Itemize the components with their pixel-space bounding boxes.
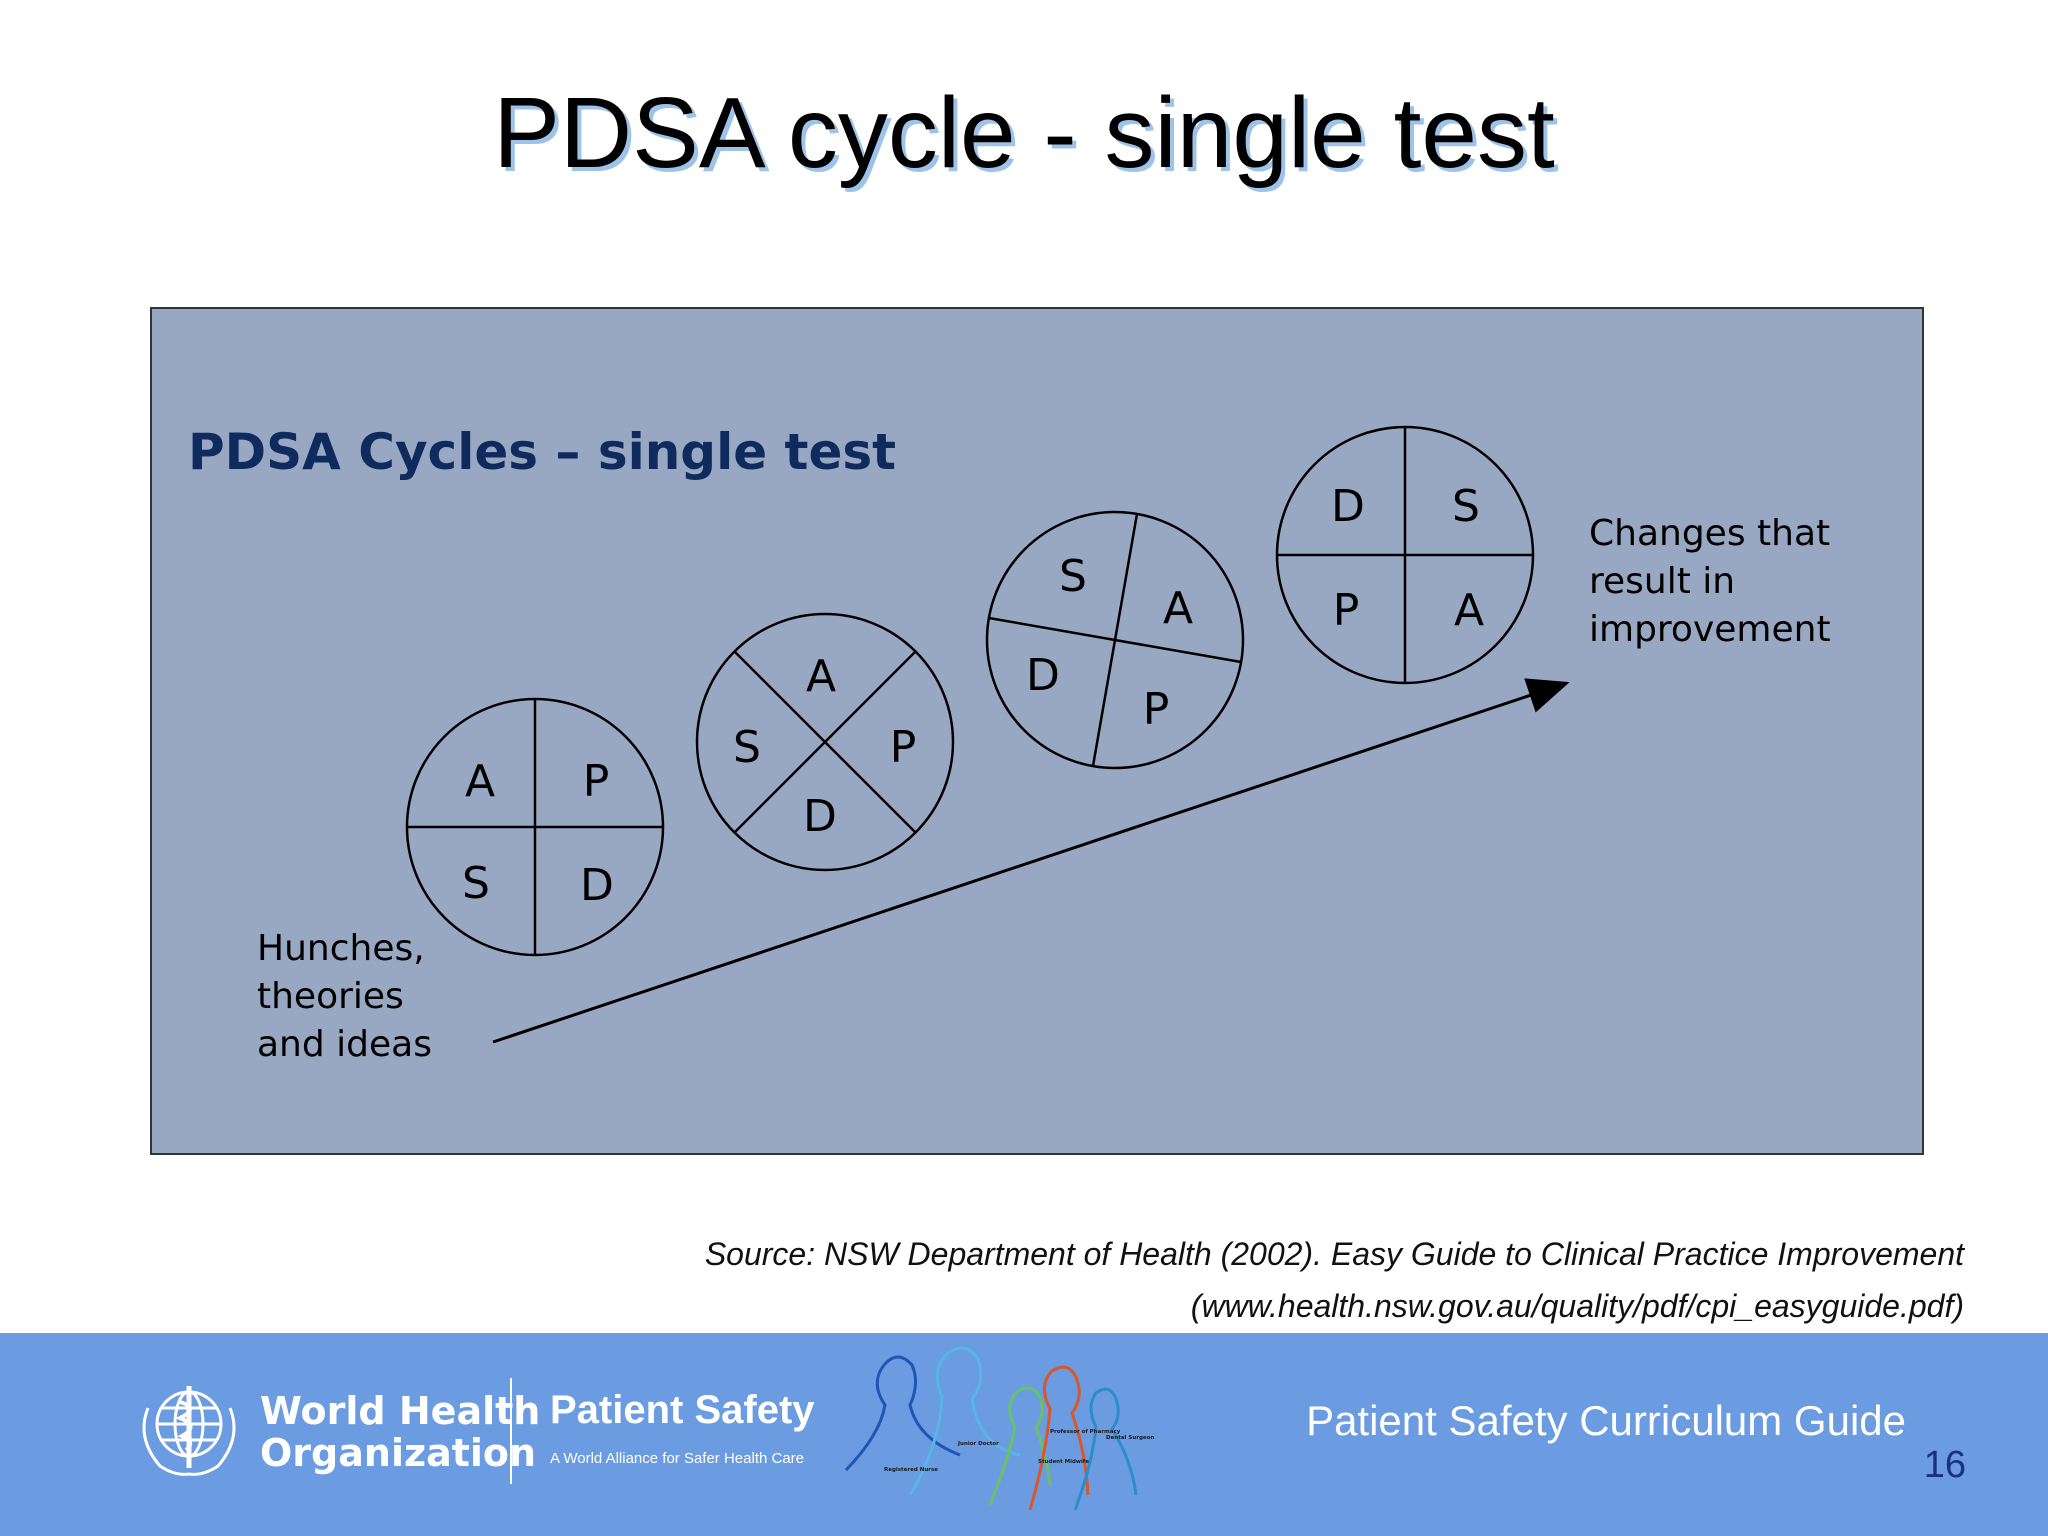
people-label-professor-of-pharmacy: Professor of Pharmacy (1050, 1429, 1121, 1435)
end-label-line-2: result in (1589, 561, 1735, 602)
pdsa-cycle-1: A P S D (405, 697, 665, 957)
cycle-1-quadrant-d: D (580, 860, 614, 911)
end-label-line-1: Changes that (1589, 513, 1830, 554)
cycle-2-quadrant-p: P (890, 722, 917, 773)
people-label-student-midwife: Student Midwife (1038, 1459, 1089, 1465)
pdsa-cycle-4: D S P A (1275, 425, 1535, 685)
pdsa-cycle-3: S A D P (985, 510, 1245, 770)
cycle-4-quadrant-a: A (1454, 585, 1484, 636)
cycle-3-quadrant-d: D (1026, 650, 1060, 701)
pdsa-diagram: PDSA Cycles – single test A P S D A S P … (188, 423, 1831, 1065)
start-label-line-1: Hunches, (257, 928, 425, 969)
cycle-2-quadrant-s: S (733, 722, 761, 773)
curriculum-guide-title: Patient Safety Curriculum Guide (1306, 1397, 1906, 1444)
who-name-line-1: World Health (260, 1389, 541, 1433)
improvement-arrow (492, 678, 1570, 1044)
patient-safety-title: Patient Safety (550, 1388, 815, 1432)
page-number: 16 (1923, 1444, 1966, 1486)
cycle-4-quadrant-d: D (1331, 481, 1365, 532)
footer-bar (0, 1333, 2048, 1536)
source-url: (www.health.nsw.gov.au/quality/pdf/cpi_e… (1190, 1288, 1964, 1324)
cycle-1-quadrant-a: A (465, 756, 495, 807)
who-emblem-icon (142, 1386, 236, 1476)
cycle-4-quadrant-s: S (1452, 481, 1480, 532)
diagram-heading: PDSA Cycles – single test (188, 423, 896, 481)
cycle-3-quadrant-p: P (1143, 684, 1170, 735)
cycle-1-quadrant-s: S (462, 858, 490, 909)
cycle-2-quadrant-d: D (803, 791, 837, 842)
people-label-registered-nurse: Registered Nurse (884, 1467, 938, 1473)
start-label: Hunches, theories and ideas (257, 928, 432, 1065)
slide-title: PDSA cycle - single test (493, 77, 1555, 189)
patient-safety-subtitle: A World Alliance for Safer Health Care (550, 1450, 805, 1467)
end-label: Changes that result in improvement (1589, 513, 1831, 650)
start-label-line-2: theories (257, 976, 404, 1017)
people-label-dental-surgeon: Dental Surgeon (1106, 1435, 1154, 1441)
end-label-line-3: improvement (1589, 609, 1831, 650)
who-name: World Health Organization (260, 1390, 540, 1474)
cycle-2-quadrant-a: A (806, 651, 836, 702)
footer-divider (510, 1378, 512, 1484)
pdsa-diagram-panel: PDSA Cycles – single test A P S D A S P … (150, 307, 1924, 1155)
start-label-line-3: and ideas (257, 1024, 432, 1065)
source-citation: Source: NSW Department of Health (2002).… (704, 1236, 1964, 1272)
people-label-junior-doctor: Junior Doctor (957, 1441, 999, 1447)
cycle-1-quadrant-p: P (583, 756, 610, 807)
pdsa-cycle-2: A S P D (695, 612, 955, 872)
who-name-line-2: Organization (260, 1431, 537, 1475)
health-workers-illustration-icon: Registered Nurse Junior Doctor Student M… (844, 1346, 1154, 1511)
cycle-3-quadrant-a: A (1163, 583, 1193, 634)
cycle-4-quadrant-p: P (1333, 585, 1360, 636)
cycle-3-quadrant-s: S (1059, 551, 1087, 602)
